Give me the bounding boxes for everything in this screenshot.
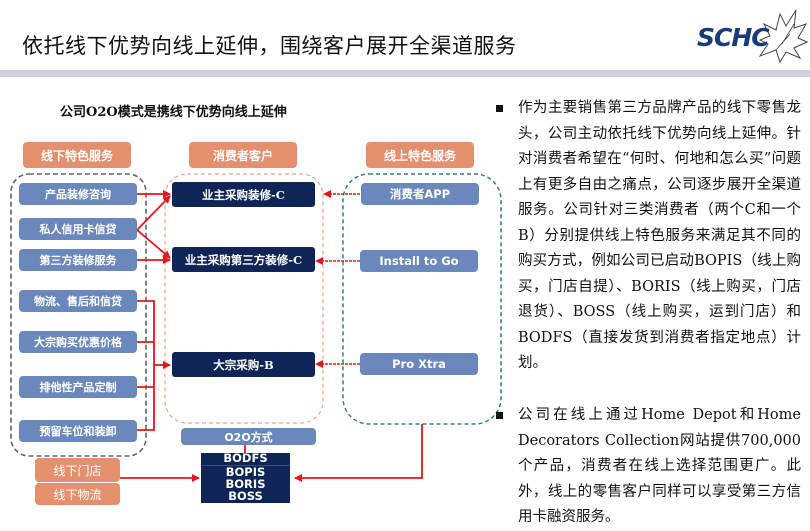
offline-service-item: 物流、售后和信贷	[19, 290, 137, 312]
offline-channel-item: 线下物流	[35, 483, 120, 505]
offline-service-item: 第三方装修服务	[19, 249, 137, 271]
title-divider	[0, 70, 810, 77]
o2o-methods-stack: BODFS BOPIS BORIS BOSS	[201, 453, 290, 503]
offline-services-header: 线下特色服务	[23, 142, 131, 168]
page-title: 依托线下优势向线上延伸，围绕客户展开全渠道服务	[22, 34, 517, 58]
consumer-type-item: 业主采购装修-C	[172, 182, 315, 207]
bullet-square-icon	[496, 412, 503, 419]
consumer-type-item: 大宗采购-B	[172, 352, 315, 377]
logo-text: SCHC	[697, 23, 770, 52]
offline-channel-item: 线下门店	[35, 458, 120, 482]
online-services-header: 线上特色服务	[366, 142, 474, 168]
offline-service-item: 产品装修咨询	[19, 183, 137, 205]
o2o-method-item: BOSS	[201, 490, 290, 503]
o2o-method-item: BORIS	[201, 478, 290, 491]
online-service-item: Pro Xtra	[360, 353, 478, 375]
online-services-container	[342, 173, 502, 425]
o2o-label: O2O方式	[181, 428, 316, 445]
online-service-item: Install to Go	[360, 250, 478, 272]
offline-service-item: 私人信用卡信贷	[19, 218, 137, 240]
maple-leaf-logo-icon	[758, 9, 808, 64]
consumer-header: 消费者客户	[189, 142, 297, 168]
bullet-text: 公司在线上通过Home Depot和Home Decorators Collec…	[518, 407, 801, 525]
consumer-type-item: 业主采购第三方装修-C	[172, 247, 315, 272]
o2o-method-item: BODFS	[201, 453, 290, 466]
bullet-text: 作为主要销售第三方品牌产品的线下零售龙头，公司主动依托线下优势向线上延伸。针对消…	[518, 100, 801, 371]
diagram-title: 公司O2O模式是携线下优势向线上延伸	[60, 105, 287, 120]
offline-services-container	[10, 173, 147, 457]
offline-service-item: 预留车位和装卸	[19, 420, 137, 442]
offline-service-item: 大宗购买优惠价格	[19, 331, 137, 353]
consumer-container	[164, 173, 324, 424]
o2o-method-item: BOPIS	[201, 466, 290, 479]
offline-service-item: 排他性产品定制	[19, 376, 137, 398]
bullet-square-icon	[496, 105, 503, 112]
online-service-item: 消费者APP	[361, 183, 479, 205]
